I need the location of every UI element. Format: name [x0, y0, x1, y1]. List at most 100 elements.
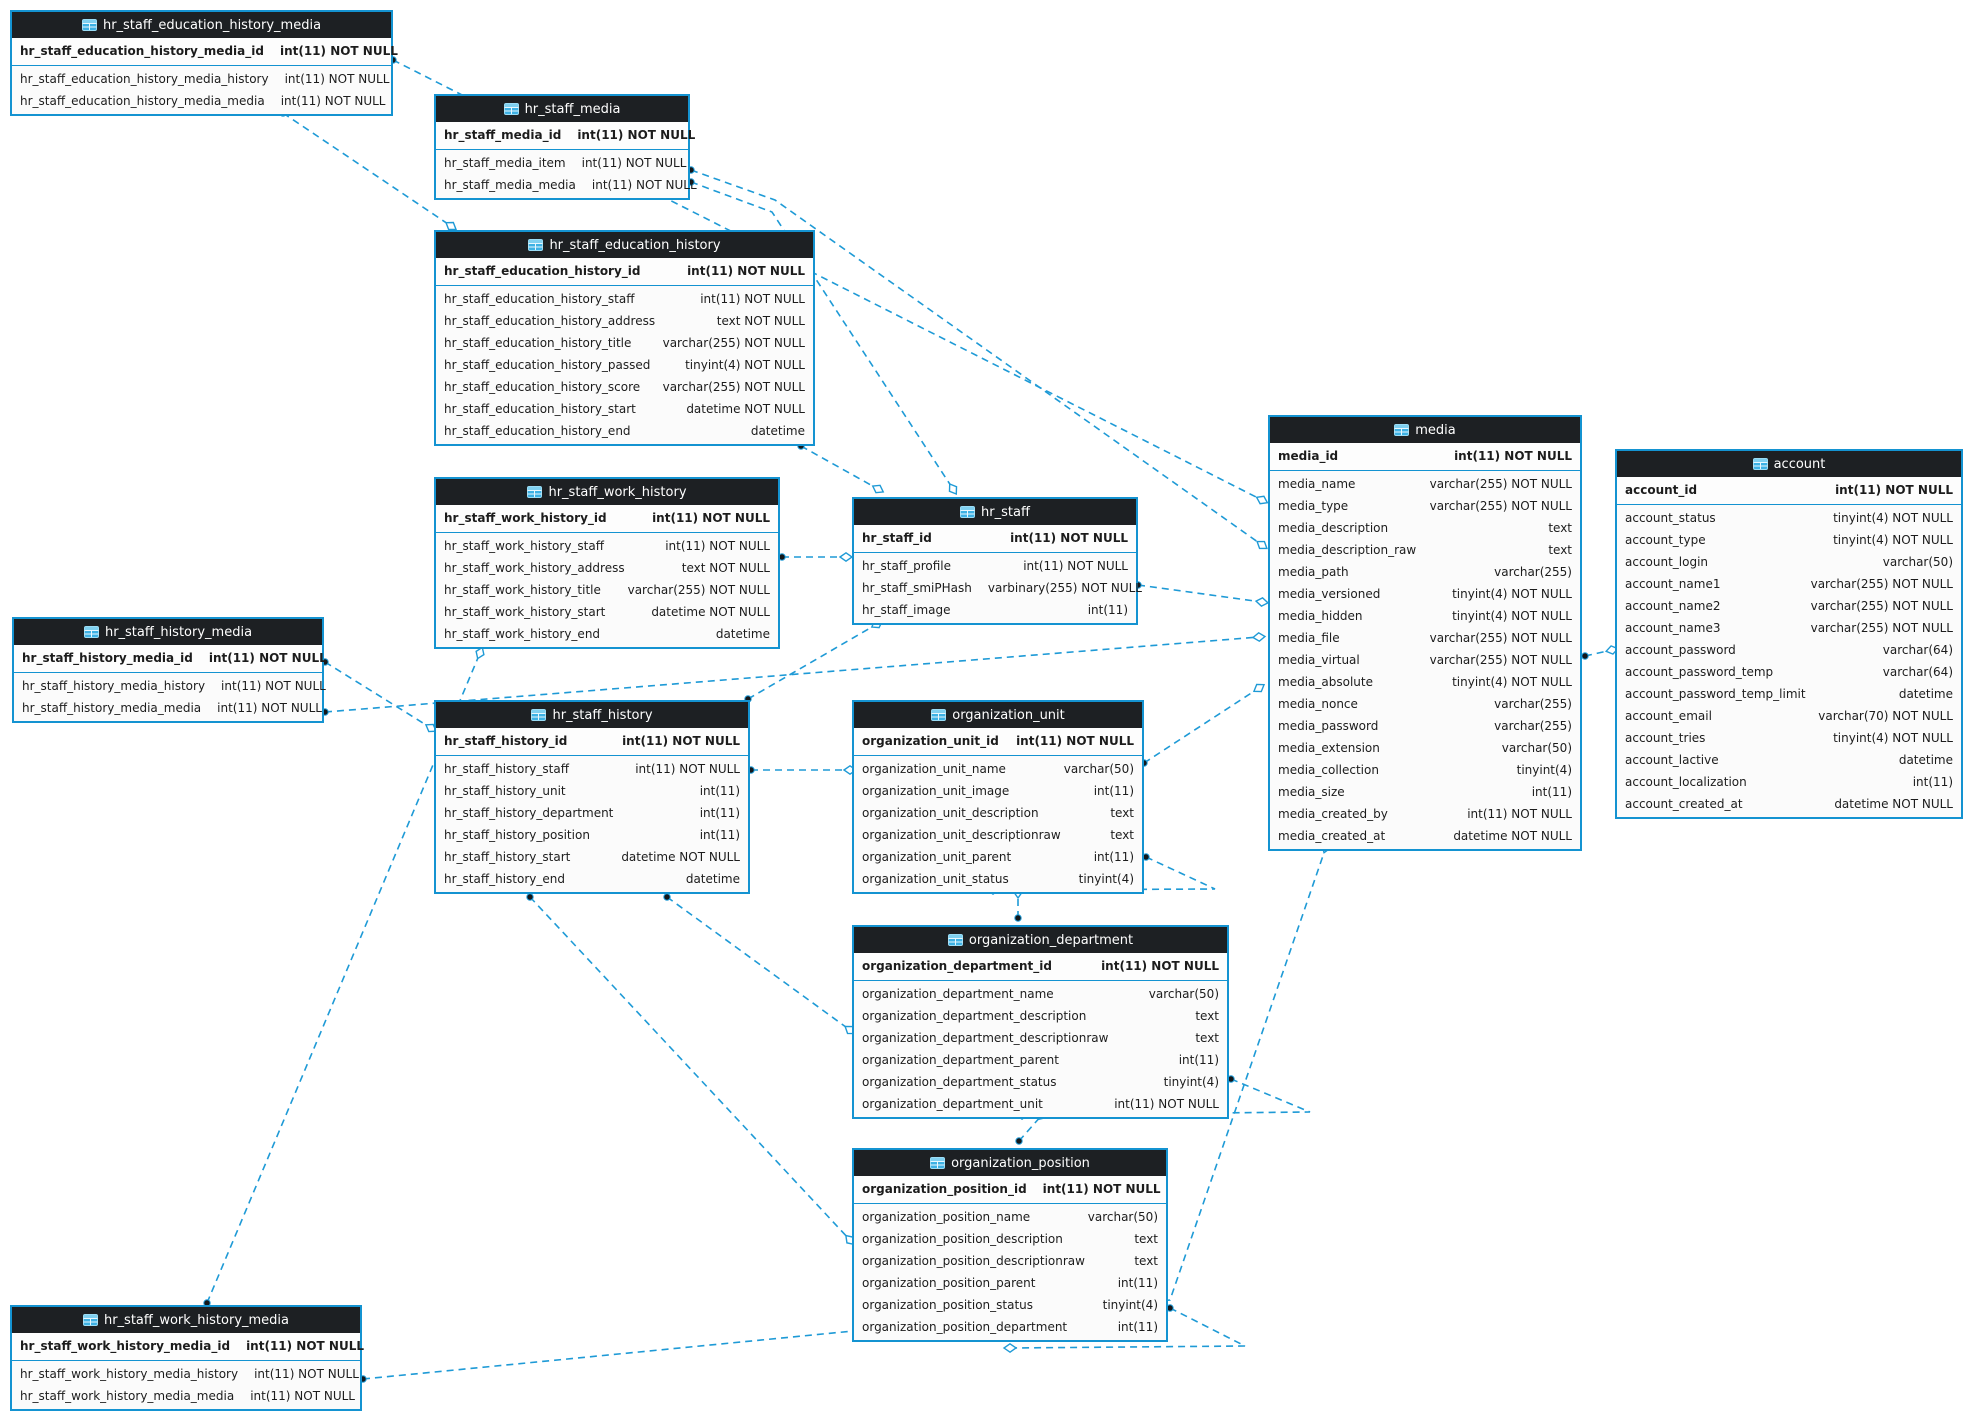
relationship-edge[interactable] [1140, 681, 1267, 767]
relationship-edge[interactable] [1134, 581, 1270, 608]
relationship-edge[interactable] [747, 764, 858, 776]
table-header[interactable]: hr_staff_work_history [436, 479, 778, 505]
table-header[interactable]: hr_staff [854, 499, 1136, 525]
table-header[interactable]: hr_staff_history [436, 702, 748, 728]
table-header[interactable]: hr_staff_education_history_media [12, 12, 391, 38]
table-header[interactable]: organization_department [854, 927, 1227, 953]
table-header[interactable]: hr_staff_media [436, 96, 688, 122]
table-header[interactable]: organization_unit [854, 702, 1142, 728]
relationship-edge[interactable] [526, 893, 857, 1247]
table-header[interactable]: hr_staff_work_history_media [12, 1307, 360, 1333]
column-row[interactable]: hr_staff_education_history_media_history… [12, 68, 391, 90]
relationship-edge[interactable] [1581, 645, 1620, 660]
table-header[interactable]: hr_staff_history_media [14, 619, 322, 645]
relationship-edge[interactable] [778, 551, 854, 563]
table-header[interactable]: organization_position [854, 1150, 1166, 1176]
relationship-edge[interactable] [663, 893, 858, 1037]
relationship-edge[interactable] [279, 109, 459, 233]
relationship-edge[interactable] [321, 658, 439, 735]
relationship-edge[interactable] [1002, 1304, 1246, 1354]
relationship-edge[interactable] [321, 631, 1267, 716]
